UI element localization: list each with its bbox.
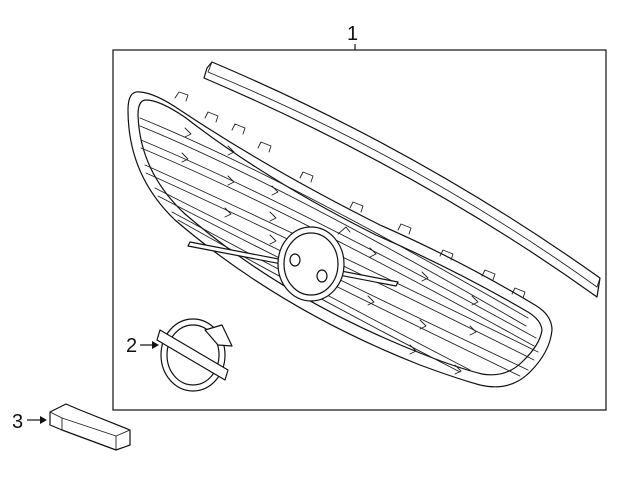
callout-2-label: 2 bbox=[126, 335, 137, 357]
grille-assembly bbox=[127, 91, 553, 388]
grille-fins bbox=[181, 127, 479, 375]
grille-emblem bbox=[277, 226, 351, 302]
retainer-clip-part bbox=[49, 403, 131, 451]
grille-molding-strip bbox=[203, 61, 601, 298]
callout-3-leader bbox=[27, 416, 47, 424]
callout-3-label: 3 bbox=[12, 411, 23, 433]
grille-top-tabs bbox=[174, 91, 526, 299]
assembly-frame bbox=[112, 49, 607, 411]
callout-1-label: 1 bbox=[347, 23, 358, 45]
emblem-badge-part bbox=[156, 318, 233, 392]
callout-2-leader bbox=[140, 341, 159, 349]
